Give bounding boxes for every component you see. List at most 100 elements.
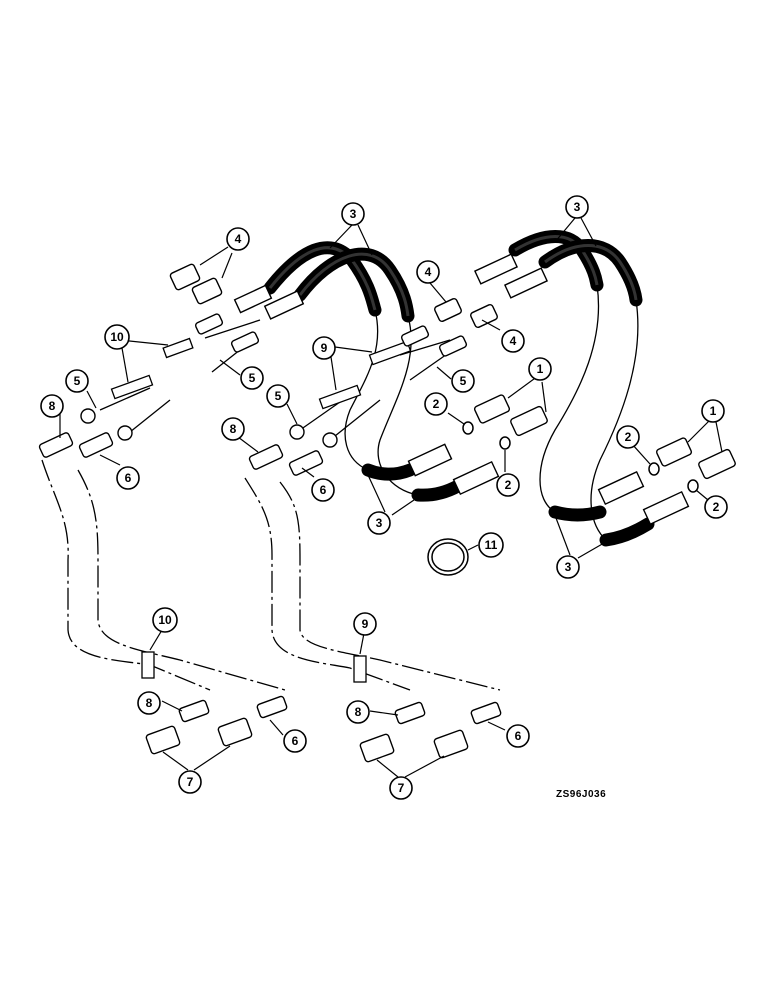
callout-7b: 7 xyxy=(389,776,413,800)
callout-10b: 10 xyxy=(152,607,178,633)
clip-9-lower xyxy=(353,655,367,683)
coupler-7b xyxy=(217,717,253,747)
adapter-4c xyxy=(434,297,462,323)
callout-label: 3 xyxy=(376,516,383,530)
leader-lines xyxy=(59,217,723,778)
callout-6a: 6 xyxy=(116,466,140,490)
coupler-7a xyxy=(145,725,181,755)
elbow-6-lower-middle xyxy=(470,701,502,725)
tube-middle-a xyxy=(244,477,411,691)
adapter-4d xyxy=(470,303,498,329)
nut-5-left-a xyxy=(80,408,96,424)
callout-4b: 4 xyxy=(416,260,440,284)
adapter-4b xyxy=(191,277,223,305)
callout-9a: 9 xyxy=(312,336,336,360)
callout-label: 8 xyxy=(146,696,153,710)
o-ring-2a xyxy=(462,421,474,435)
hose-right-lower-b xyxy=(599,517,655,547)
clip-10-lower xyxy=(141,651,155,679)
callout-label: 3 xyxy=(574,200,581,214)
tube-set-middle xyxy=(194,313,502,763)
coupler-7d xyxy=(433,729,469,759)
callout-label: 11 xyxy=(485,538,498,552)
callout-label: 5 xyxy=(460,374,467,388)
nut-5-middle-b xyxy=(322,432,338,448)
coupler-1c xyxy=(655,437,693,467)
callout-label: 10 xyxy=(158,613,172,627)
callout-label: 6 xyxy=(125,471,132,485)
callout-1a: 1 xyxy=(528,357,552,381)
callout-label: 6 xyxy=(515,729,522,743)
callout-label: 2 xyxy=(505,478,512,492)
callout-3a: 3 xyxy=(341,202,365,226)
callout-label: 7 xyxy=(398,781,405,795)
fitting-8-upper-left xyxy=(38,432,74,458)
callout-1b: 1 xyxy=(701,399,725,423)
callout-label: 8 xyxy=(49,399,56,413)
callout-3d: 3 xyxy=(556,555,580,579)
callout-8b: 8 xyxy=(221,417,245,441)
hose-group-right xyxy=(508,230,655,547)
callout-label: 6 xyxy=(292,734,299,748)
callout-label: 5 xyxy=(74,374,81,388)
coupler-1d xyxy=(698,448,736,480)
coupler-7c xyxy=(359,733,395,763)
elbow-8-lower-middle xyxy=(394,701,426,725)
callout-9b: 9 xyxy=(353,612,377,636)
hose-left-lower-b xyxy=(411,479,465,502)
elbow-8-lower-left xyxy=(178,699,210,723)
callout-label: 4 xyxy=(510,334,517,348)
callout-8c: 8 xyxy=(137,691,161,715)
fitting-8-upper-middle xyxy=(248,444,284,470)
tube-left-a xyxy=(41,459,211,691)
callout-label: 6 xyxy=(320,483,327,497)
hose-left-lower-a xyxy=(361,463,417,481)
callout-2c: 2 xyxy=(616,425,640,449)
hose-clamp-11 xyxy=(427,538,469,576)
callout-label: 10 xyxy=(110,330,124,344)
callout-label: 5 xyxy=(249,371,256,385)
callout-8a: 8 xyxy=(40,394,64,418)
o-ring-2b xyxy=(499,436,511,450)
callout-7a: 7 xyxy=(178,770,202,794)
hose-end-fittings xyxy=(233,253,690,526)
callout-8d: 8 xyxy=(346,700,370,724)
callout-label: 1 xyxy=(537,362,544,376)
callout-4a: 4 xyxy=(226,227,250,251)
callout-label: 4 xyxy=(425,265,432,279)
clip-10-upper-b xyxy=(110,374,154,400)
callout-5c: 5 xyxy=(266,384,290,408)
elbow-6-lower-left xyxy=(256,695,288,719)
clip-9-upper-b xyxy=(318,384,362,410)
clip-10-upper-a xyxy=(162,337,194,359)
callout-3c: 3 xyxy=(367,511,391,535)
tube-set-left xyxy=(38,319,288,755)
callout-3b: 3 xyxy=(565,195,589,219)
coupler-1b xyxy=(510,405,548,437)
o-ring-2c xyxy=(648,462,660,476)
callout-11: 11 xyxy=(478,532,504,558)
callout-label: 2 xyxy=(433,397,440,411)
drawing-reference-code: ZS96J036 xyxy=(556,789,607,800)
callout-label: 8 xyxy=(355,705,362,719)
callout-label: 9 xyxy=(362,617,369,631)
callout-2a: 2 xyxy=(424,392,448,416)
callout-label: 4 xyxy=(235,232,242,246)
callout-label: 7 xyxy=(187,775,194,789)
callout-label: 3 xyxy=(565,560,572,574)
fitting-6-upper-left xyxy=(78,432,114,458)
callout-label: 8 xyxy=(230,422,237,436)
callout-5a: 5 xyxy=(65,369,89,393)
fitting-6-upper-middle xyxy=(288,450,324,476)
tube-middle-b xyxy=(279,481,501,691)
callout-label: 9 xyxy=(321,341,328,355)
callout-5b: 5 xyxy=(240,366,264,390)
callout-label: 2 xyxy=(625,430,632,444)
nut-5-middle-a xyxy=(289,424,305,440)
callout-2b: 2 xyxy=(496,473,520,497)
callout-label: 3 xyxy=(350,207,357,221)
callout-4c: 4 xyxy=(501,329,525,353)
callout-2d: 2 xyxy=(704,495,728,519)
callout-label: 1 xyxy=(710,404,717,418)
